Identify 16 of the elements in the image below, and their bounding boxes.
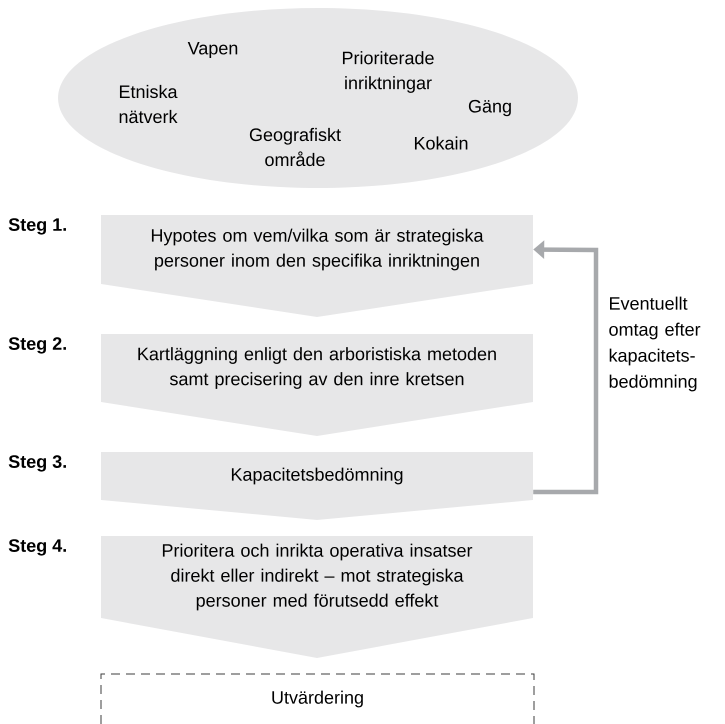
dashed-box: Utvärdering: [100, 674, 534, 724]
step-label: Steg 3.: [8, 455, 66, 472]
topic-label: Prioriterade inriktningar: [342, 51, 434, 93]
step-label: Steg 2.: [8, 337, 66, 354]
chevron-box: Prioritera och inrikta operativa insatser direkt eller indirekt – mot strategiska personer med förutsedd effekt: [101, 536, 533, 658]
edge-label: Eventuellt omtag efter kapacitets-bedömning: [609, 296, 700, 392]
topic-label: Kokain: [414, 136, 468, 150]
topic-label: Etniska nätverk: [120, 84, 178, 124]
topic-label: Vapen: [188, 42, 238, 58]
chevron-box: Kartläggning enligt den arboristiska metoden samt precisering av den inre kretsen: [101, 334, 533, 436]
topic-label: Gäng: [468, 100, 511, 116]
step-label: Steg 4.: [8, 539, 66, 556]
step-label: Steg 1.: [8, 218, 66, 235]
chevron-box: Kapacitetsbedömning: [101, 452, 533, 520]
topic-label: Geografiskt område: [250, 128, 341, 166]
chevron-box: Hypotes om vem/vilka som är strategiska personer inom den specifika inriktningen: [101, 215, 533, 317]
